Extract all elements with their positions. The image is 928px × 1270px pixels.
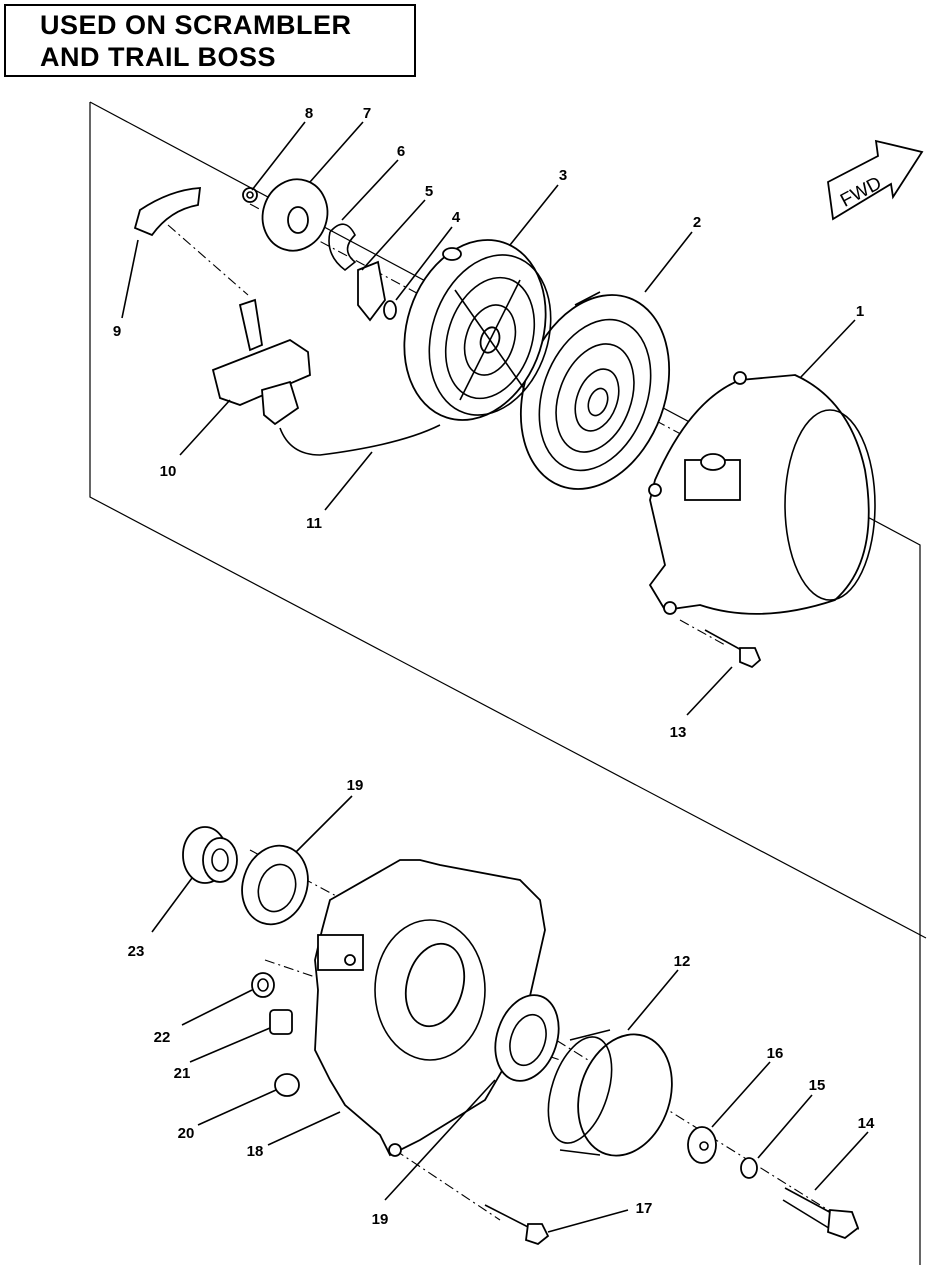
part-18-case: [314, 859, 546, 1157]
callout-6: 6: [397, 143, 405, 160]
part-11-starter-rope: [279, 424, 441, 456]
part-21-plug: [269, 1009, 293, 1035]
part-1-starter-housing: [648, 371, 876, 615]
applicability-banner: USED ON SCRAMBLER AND TRAIL BOSS: [4, 4, 416, 77]
part-23-bearing: [182, 826, 238, 884]
part-8-nut: [242, 187, 258, 203]
part-14-bolt: [782, 1187, 860, 1240]
part-16-washer: [687, 1126, 717, 1164]
callout-23: 23: [128, 943, 145, 960]
part-5-ratchet-guide: [357, 260, 386, 322]
part-20-cap: [274, 1073, 300, 1097]
callout-numbers: 1 2 3 4 5 6 7 8 9 10 11 12 13 14 15 16 1…: [113, 105, 875, 1228]
callout-21: 21: [174, 1065, 191, 1082]
part-12-drive-cup: [547, 1029, 673, 1157]
part-4-pawl: [383, 300, 397, 320]
callout-13: 13: [670, 724, 687, 741]
callout-5: 5: [425, 183, 433, 200]
callout-10: 10: [160, 463, 177, 480]
callout-20: 20: [178, 1125, 195, 1142]
part-19-seal-upper: [241, 844, 309, 926]
callout-17: 17: [636, 1200, 653, 1217]
part-3-rope-pulley: [403, 239, 552, 421]
leader-lines: [121, 121, 869, 1233]
part-9-decal: [133, 187, 202, 237]
callout-7: 7: [363, 105, 371, 122]
callout-4: 4: [452, 209, 461, 226]
banner-line-2: AND TRAIL BOSS: [40, 42, 277, 72]
part-7-plate: [261, 178, 329, 252]
callout-1: 1: [856, 303, 864, 320]
callout-2: 2: [693, 214, 701, 231]
part-6-return-spring: [328, 223, 357, 272]
part-10-handle: [211, 298, 311, 426]
callout-3: 3: [559, 167, 567, 184]
banner-line-1: USED ON SCRAMBLER: [40, 10, 352, 40]
panel-boundary: [89, 101, 927, 1265]
fwd-arrow-icon: FWD: [827, 139, 924, 221]
callout-18: 18: [247, 1143, 264, 1160]
callout-16: 16: [767, 1045, 784, 1062]
callout-8: 8: [305, 105, 313, 122]
callout-15: 15: [809, 1077, 826, 1094]
callout-9: 9: [113, 323, 121, 340]
part-19-seal-lower: [494, 994, 560, 1082]
part-22-washer: [251, 972, 275, 998]
callout-19-upper: 19: [347, 777, 364, 794]
callout-12: 12: [674, 953, 691, 970]
part-13-bolt: [704, 629, 762, 669]
callout-14: 14: [858, 1115, 875, 1132]
callout-22: 22: [154, 1029, 171, 1046]
part-2-recoil-spring: [519, 291, 671, 490]
part-17-bolt: [484, 1204, 550, 1246]
callout-19-lower: 19: [372, 1211, 389, 1228]
callout-11: 11: [306, 515, 322, 532]
part-15-lock-washer: [740, 1157, 758, 1179]
